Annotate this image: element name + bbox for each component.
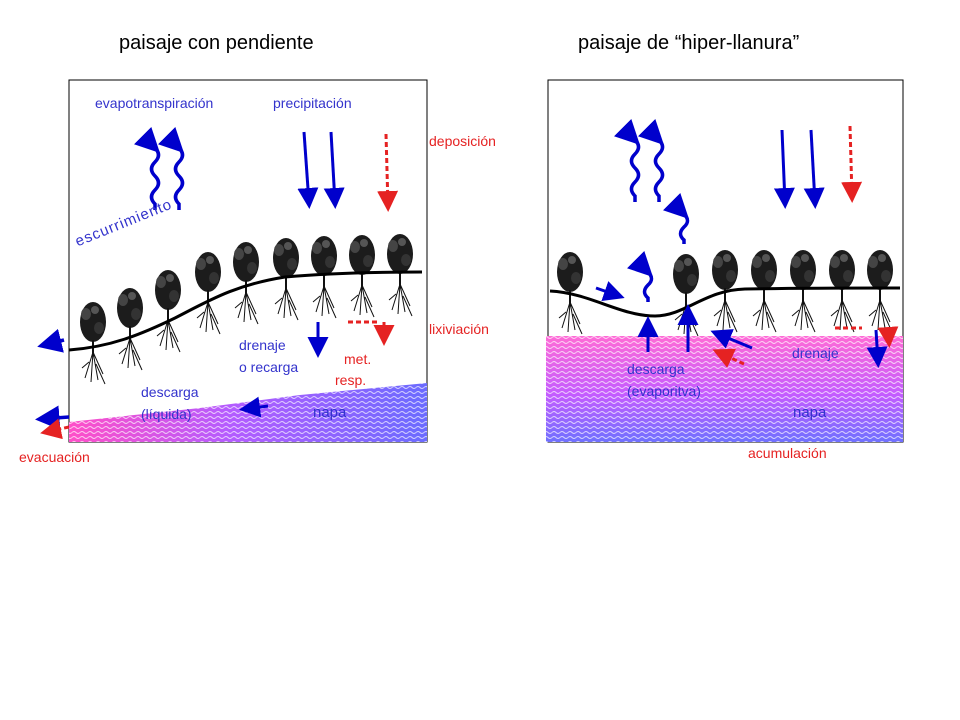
precipitation-arrow	[773, 129, 795, 209]
evacuation-solute-arrow	[40, 418, 70, 440]
right-ground-surface	[549, 286, 901, 318]
solute-accumulation-arrow	[712, 348, 745, 368]
left-ground-surface	[68, 270, 423, 352]
evaporative-discharge-arrow	[662, 192, 690, 244]
deposition-arrow	[841, 125, 863, 203]
drainage-label-line2: o recarga	[239, 359, 299, 375]
liquid-discharge-label-line1: descarga	[141, 384, 199, 400]
evacuation-arrow	[35, 405, 70, 430]
right-panel	[546, 79, 904, 443]
evaporative-discharge-label-line1: descarga	[627, 361, 685, 377]
leaching-label: lixiviación	[429, 321, 489, 337]
left-title: paisaje con pendiente	[119, 32, 314, 54]
left-napa-label: napa	[313, 404, 347, 421]
evapotranspiration-arrow	[613, 118, 641, 202]
evacuation-label: evacuación	[19, 449, 90, 465]
right-drainage-label: drenaje	[792, 345, 839, 361]
liquid-discharge-arrow	[239, 396, 269, 418]
precipitation-arrow	[297, 131, 319, 209]
precipitation-arrow	[803, 129, 825, 209]
met-resp-label-line1: met.	[344, 351, 372, 367]
deposition-label: deposición	[429, 133, 496, 149]
lateral-flow-arrow	[710, 329, 753, 350]
right-water-table-texture	[546, 336, 903, 442]
evaporative-discharge-arrow	[626, 250, 654, 302]
left-panel	[35, 79, 428, 443]
right-napa-label: napa	[793, 404, 827, 421]
evapotranspiration-arrow	[157, 126, 185, 210]
right-title: paisaje de “hiper-llanura”	[578, 32, 800, 54]
precipitation-arrow	[323, 131, 345, 209]
drainage-label-line1: drenaje	[239, 337, 286, 353]
runoff-arrow	[595, 281, 625, 301]
leaching-arrow	[877, 326, 899, 348]
evacuation-arrow	[37, 328, 65, 353]
evapotranspiration-arrow	[637, 118, 665, 202]
met-resp-label-line2: resp.	[335, 372, 367, 388]
accumulation-label: acumulación	[748, 445, 827, 461]
deposition-arrow	[377, 133, 399, 212]
evapotranspiration-arrow	[133, 126, 161, 210]
evaporative-discharge-label-line2: (evaporitva)	[627, 383, 701, 399]
liquid-discharge-label-line2: (líquida)	[141, 406, 192, 422]
drainage-arrow	[866, 329, 888, 368]
precipitation-label: precipitación	[273, 95, 352, 111]
evapotranspiration-label: evapotranspiración	[95, 95, 214, 111]
